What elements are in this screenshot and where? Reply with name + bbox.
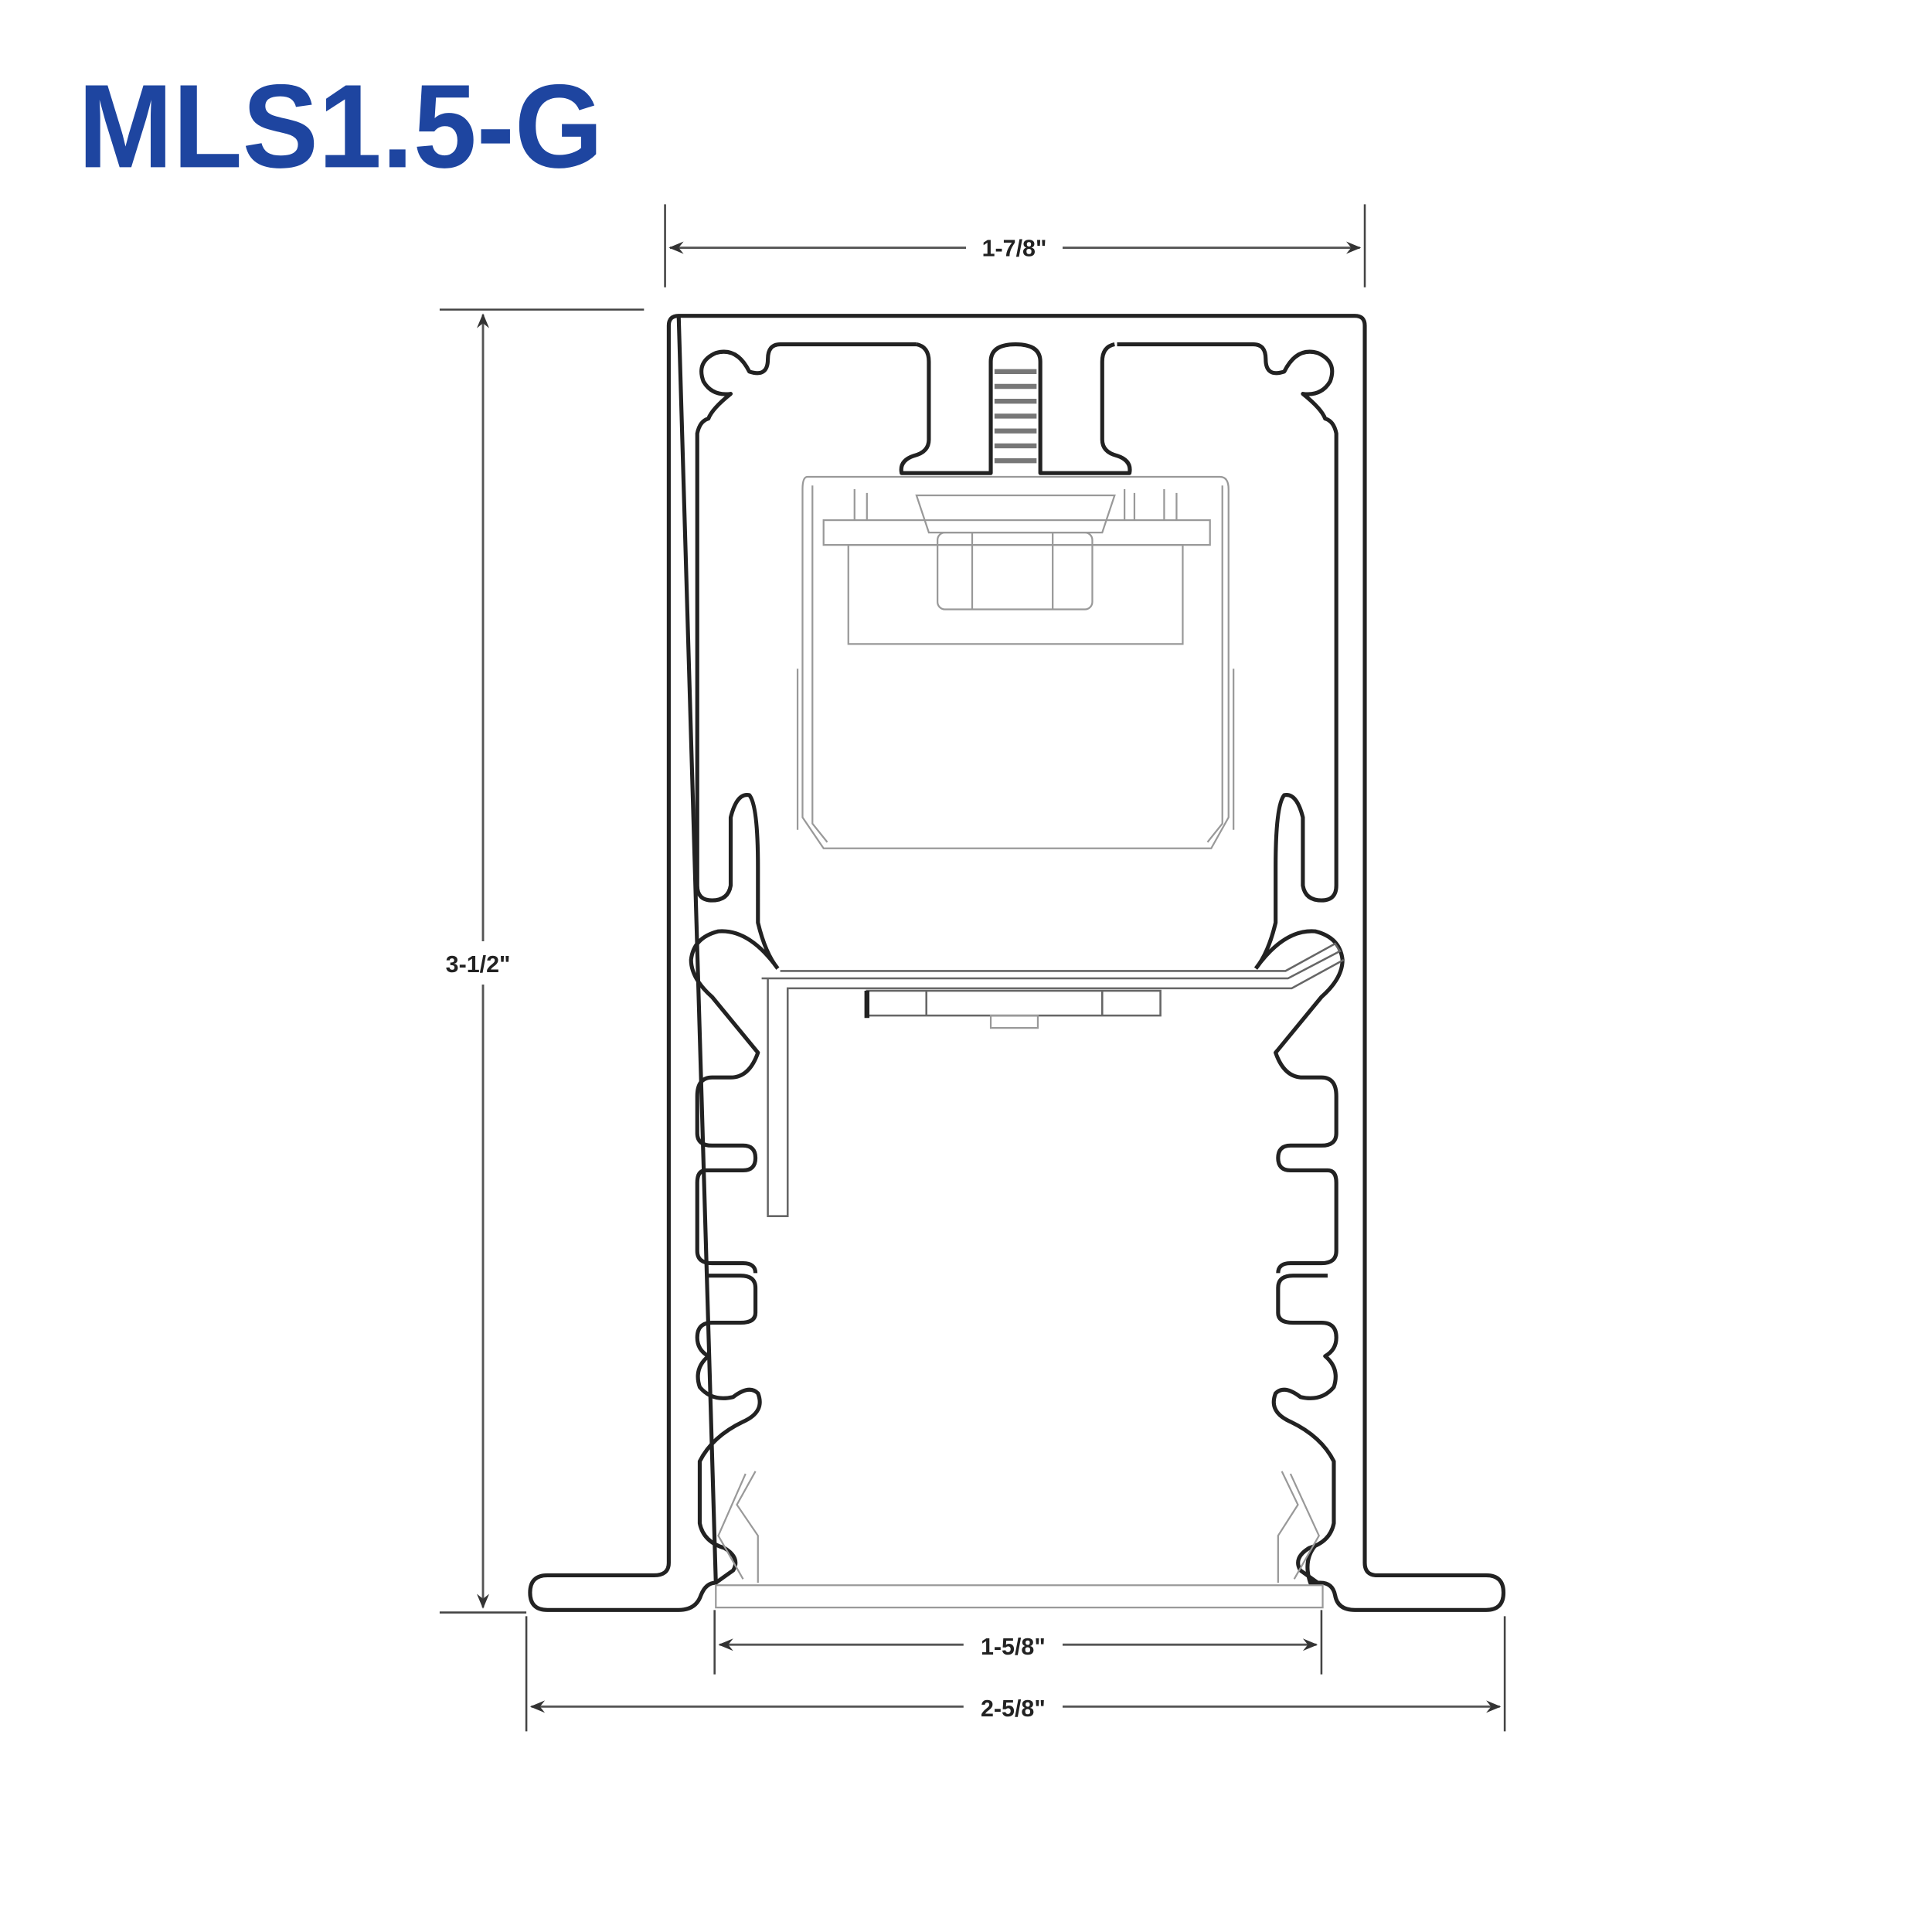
extrusion-inner-right xyxy=(1117,342,1345,1585)
bolt-thread xyxy=(994,369,1037,464)
dimension-label-top: 1-7/8" xyxy=(982,236,1047,262)
led-bracket xyxy=(761,942,1345,1217)
product-title: MLS1.5-G xyxy=(78,60,603,192)
dimension-label-overall: 2-5/8" xyxy=(981,1696,1046,1722)
dimension-top-width: 1-7/8" xyxy=(664,204,1366,287)
dimension-label-lens: 1-5/8" xyxy=(981,1634,1046,1660)
dimension-height: 3-1/2" xyxy=(439,308,645,1614)
dimension-overall-width: 2-5/8" xyxy=(525,1616,1506,1732)
diffuser-lens xyxy=(715,1471,1324,1609)
driver-housing xyxy=(796,475,1235,849)
dimension-label-height: 3-1/2" xyxy=(446,951,511,978)
mounting-channel xyxy=(899,342,1132,475)
extrusion-outline xyxy=(528,314,1506,1612)
extrusion-inner-left xyxy=(689,342,917,1585)
dimension-lens-width: 1-5/8" xyxy=(713,1610,1323,1675)
